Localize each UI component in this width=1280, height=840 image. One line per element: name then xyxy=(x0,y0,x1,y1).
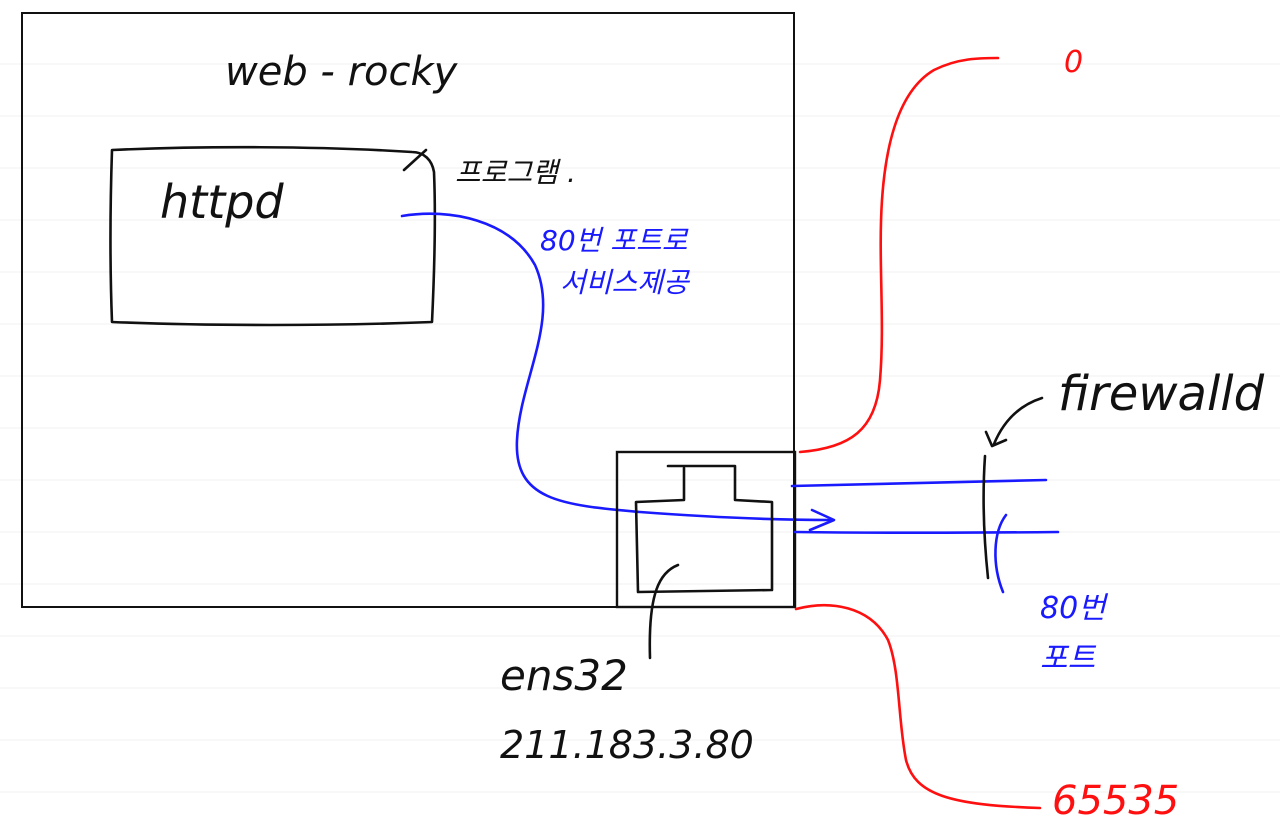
nic-name: ens32 xyxy=(500,651,628,700)
firewall-label-arrow xyxy=(992,396,1044,446)
port-range-bracket-top xyxy=(798,56,1000,454)
nic-box xyxy=(615,450,797,609)
service-note-line1: 80번 포트로 xyxy=(540,224,689,257)
service-note-line2: 서비스제공 xyxy=(560,266,691,299)
program-box xyxy=(109,145,437,327)
port-range-min: 0 xyxy=(1064,45,1083,80)
firewall-gate xyxy=(994,513,1008,594)
firewall-label: firewalld xyxy=(1058,366,1265,422)
port-range-bracket-bottom xyxy=(794,603,1042,810)
nic-ip: 211.183.3.80 xyxy=(500,723,754,767)
service-flow-arrow xyxy=(400,212,834,522)
service-flow-arrowhead xyxy=(808,508,836,532)
program-box-tick xyxy=(402,148,428,172)
server-label: web - rocky xyxy=(225,49,459,95)
firewall-label-arrowhead xyxy=(984,430,1008,448)
firewall-port-line1: 80번 xyxy=(1040,591,1109,626)
link-line-upper xyxy=(790,478,1048,488)
nic-label-pointer xyxy=(648,563,680,660)
nic-port-icon xyxy=(634,464,774,594)
link-line-lower xyxy=(793,530,1060,535)
ruled-lines xyxy=(0,63,1280,793)
program-name: httpd xyxy=(160,175,284,229)
firewall-port-line2: 포트 xyxy=(1040,641,1097,676)
server-box xyxy=(21,12,795,608)
port-range-max: 65535 xyxy=(1052,778,1179,824)
program-note: 프로그램 . xyxy=(455,156,576,189)
firewall-wall xyxy=(982,454,990,580)
